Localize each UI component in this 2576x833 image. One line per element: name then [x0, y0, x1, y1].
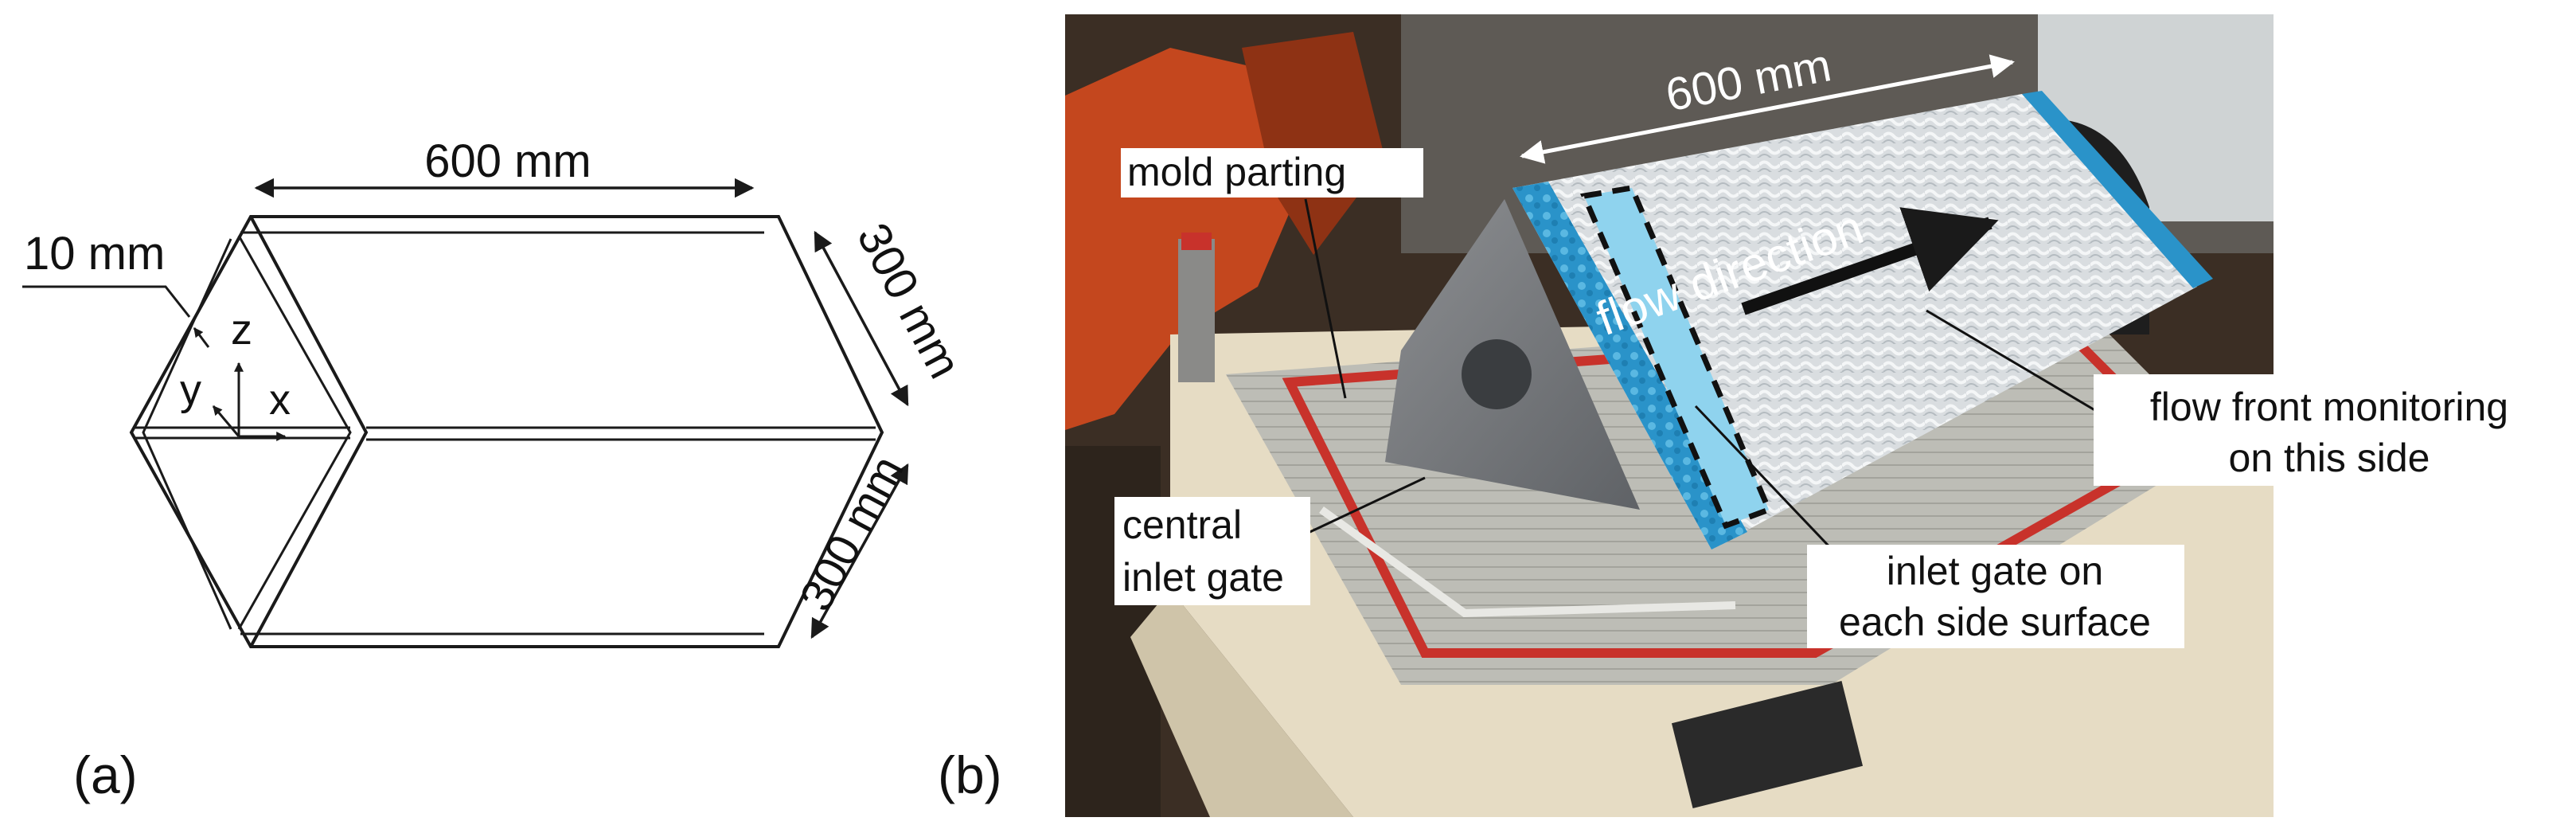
flow-direction-arrow	[1741, 207, 1999, 315]
central-inlet-channel	[1319, 506, 1736, 618]
label-flow-front-1: flow front monitoring	[2150, 385, 2508, 429]
label-flow-front-2: on this side	[2229, 436, 2430, 480]
dim-label-length-a: 600 mm	[424, 135, 591, 187]
end-face-diamond	[249, 216, 369, 647]
dim-leader-thickness	[22, 285, 191, 318]
panel-a-diagram: 600 mm 10 mm 300 mm 300 mm z y x (a)	[22, 135, 971, 804]
dim-arrow-side-bottom	[810, 463, 909, 639]
inlet-gate-band-right	[2022, 91, 2213, 288]
dim-arrow-side-top	[814, 230, 909, 407]
axis-z-label: z	[231, 306, 252, 354]
label-box-flow-front	[2094, 374, 2571, 486]
dim-label-side-top: 300 mm	[847, 215, 971, 387]
axis-y-arrow	[212, 405, 240, 437]
profile-outer-outline	[129, 215, 884, 648]
leader-central-inlet	[1289, 476, 1426, 543]
axis-y-label: y	[180, 366, 201, 414]
caption-b: (b)	[938, 745, 1002, 804]
label-mold-parting: mold parting	[1127, 150, 1346, 194]
axis-x-label: x	[269, 376, 291, 424]
clamp-block	[1671, 681, 1864, 808]
leader-mold-parting	[1304, 198, 1347, 399]
guide-pin-cap	[1181, 233, 1212, 250]
dim-label-side-bottom: 300 mm	[790, 448, 914, 620]
label-central-inlet-2: inlet gate	[1122, 555, 1284, 600]
label-central-inlet-1: central	[1122, 503, 1242, 547]
profile-inner-outline	[142, 231, 764, 636]
press-body-front	[1130, 589, 1353, 817]
guide-pin	[1178, 239, 1215, 382]
inlet-gate-highlight	[1580, 185, 1773, 530]
dim-arrow-length-b	[1520, 54, 2015, 164]
end-face-diamond-inner	[237, 235, 352, 630]
dim-label-thickness: 10 mm	[24, 228, 165, 280]
label-inlet-side-2: each side surface	[1839, 600, 2151, 644]
caption-a: (a)	[73, 745, 138, 804]
leader-flow-front	[1926, 309, 2102, 416]
label-box-central-inlet	[1114, 497, 1310, 605]
robot-arm-shadow	[1242, 32, 1385, 255]
end-cap-bore	[1462, 339, 1532, 409]
label-box-mold-parting	[1121, 148, 1423, 197]
label-box-inlet-side	[1807, 545, 2184, 648]
label-inlet-side-1: inlet gate on	[1887, 549, 2103, 593]
inlet-gate-band-left	[1512, 182, 1747, 549]
panel-b-photo: 600 mm flow direction mold parting centr…	[1065, 14, 2274, 817]
dim-arrow-thickness	[193, 327, 210, 348]
